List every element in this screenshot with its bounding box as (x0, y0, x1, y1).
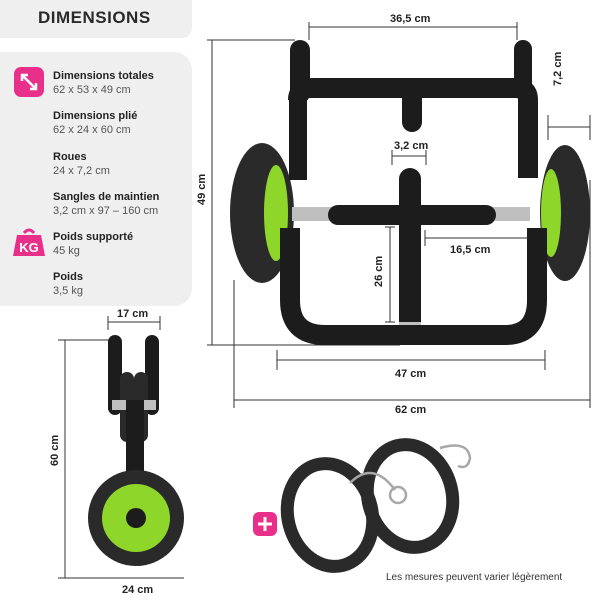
page-title: DIMENSIONS (38, 8, 151, 27)
dim-wheel-width: 7,2 cm (552, 51, 564, 86)
spec-value: 62 x 53 x 49 cm (53, 84, 131, 96)
kg-weight-icon: KG (12, 227, 46, 256)
spec-weight: Poids 3,5 kg (53, 270, 83, 298)
disclaimer-note: Les mesures peuvent varier légèrement (386, 572, 563, 583)
dim-center-height: 26 cm (373, 255, 385, 287)
spec-straps: Sangles de maintien 3,2 cm x 97 – 160 cm (53, 190, 159, 218)
svg-text:KG: KG (19, 240, 39, 255)
spec-label: Poids (53, 271, 83, 283)
plus-icon (253, 512, 277, 536)
specs-panel: Dimensions totales 62 x 53 x 49 cm Dimen… (0, 52, 192, 306)
spec-value: 62 x 24 x 60 cm (53, 124, 131, 136)
title-panel: DIMENSIONS (0, 0, 192, 38)
spec-folded-dimensions: Dimensions plié 62 x 24 x 60 cm (53, 109, 137, 137)
dim-inner-width: 47 cm (395, 368, 427, 380)
spec-max-load: Poids supporté 45 kg (53, 230, 133, 258)
dim-folded-top: 17 cm (117, 308, 149, 320)
resize-arrows-icon (14, 67, 44, 97)
dim-bar-width: 3,2 cm (394, 140, 429, 152)
spec-label: Dimensions totales (53, 70, 154, 82)
spec-wheels: Roues 24 x 7,2 cm (53, 150, 110, 178)
spec-label: Dimensions plié (53, 110, 138, 122)
spec-value: 45 kg (53, 245, 80, 257)
dim-total-width: 62 cm (395, 404, 427, 416)
dim-top-width: 36,5 cm (390, 13, 431, 25)
spec-label: Roues (53, 151, 87, 163)
dim-half-axle: 16,5 cm (450, 244, 491, 256)
dim-folded-bottom: 24 cm (122, 584, 154, 596)
spec-value: 3,2 cm x 97 – 160 cm (53, 205, 159, 217)
dim-folded-height: 60 cm (49, 434, 61, 466)
spec-label: Sangles de maintien (53, 191, 160, 203)
spec-total-dimensions: Dimensions totales 62 x 53 x 49 cm (53, 69, 154, 97)
spec-value: 3,5 kg (53, 285, 83, 297)
dim-height: 49 cm (196, 173, 208, 205)
spec-value: 24 x 7,2 cm (53, 165, 110, 177)
spec-label: Poids supporté (53, 231, 134, 243)
